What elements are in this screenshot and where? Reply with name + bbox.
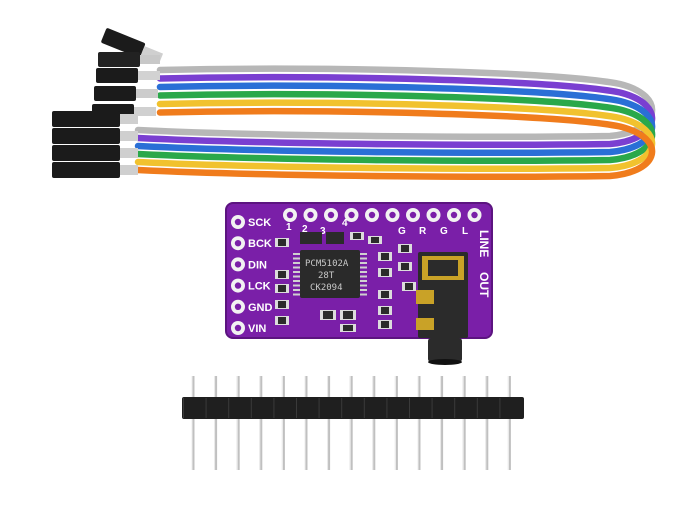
pin-label: G <box>440 226 448 237</box>
dupont-connectors-upper <box>92 28 164 119</box>
header-pin <box>394 376 398 470</box>
pin-label: G <box>398 226 406 237</box>
pin-label: 3 <box>320 226 326 237</box>
pin-label: R <box>419 226 427 237</box>
header-pin <box>417 376 421 470</box>
header-pin <box>281 376 285 470</box>
header-pin <box>327 376 331 470</box>
header-pin <box>191 376 195 470</box>
audio-jack-3-5mm <box>416 252 468 365</box>
header-pin <box>440 376 444 470</box>
svg-text:CK2094: CK2094 <box>310 283 343 293</box>
pin-label: L <box>462 226 468 237</box>
dupont-connectors-lower <box>52 111 138 178</box>
pin-label: GND <box>248 302 273 314</box>
jumper-wire <box>134 108 656 180</box>
pin-label: 2 <box>302 224 308 235</box>
header-pin <box>462 376 466 470</box>
line-out-label: LINE <box>477 230 491 257</box>
header-pin <box>214 376 218 470</box>
pin-header-strip <box>182 376 524 470</box>
left-pin-pads <box>231 215 245 335</box>
header-pin <box>507 376 511 470</box>
pin-label: BCK <box>248 238 272 250</box>
smd-components <box>275 232 416 332</box>
pin-label: 4 <box>342 218 348 229</box>
header-pin <box>372 376 376 470</box>
svg-text:28T: 28T <box>318 271 335 281</box>
header-pin <box>485 376 489 470</box>
pin-label: LCK <box>248 281 271 293</box>
pin-label: VIN <box>248 323 266 335</box>
left-pin-labels: SCK BCK DIN LCK GND VIN <box>248 217 273 335</box>
pcm5102a-chip: PCM5102A 28T CK2094 <box>293 250 367 298</box>
header-pin <box>304 376 308 470</box>
pin-label: DIN <box>248 259 267 271</box>
top-pin-pads <box>283 208 482 222</box>
svg-text:PCM5102A: PCM5102A <box>305 259 349 269</box>
line-out-label-2: OUT <box>477 272 491 298</box>
header-pin <box>349 376 353 470</box>
header-pin <box>236 376 240 470</box>
pin-label: SCK <box>248 217 271 229</box>
header-pin <box>259 376 263 470</box>
pin-label: 1 <box>286 222 292 233</box>
jumper-wire-bundle <box>52 28 656 180</box>
